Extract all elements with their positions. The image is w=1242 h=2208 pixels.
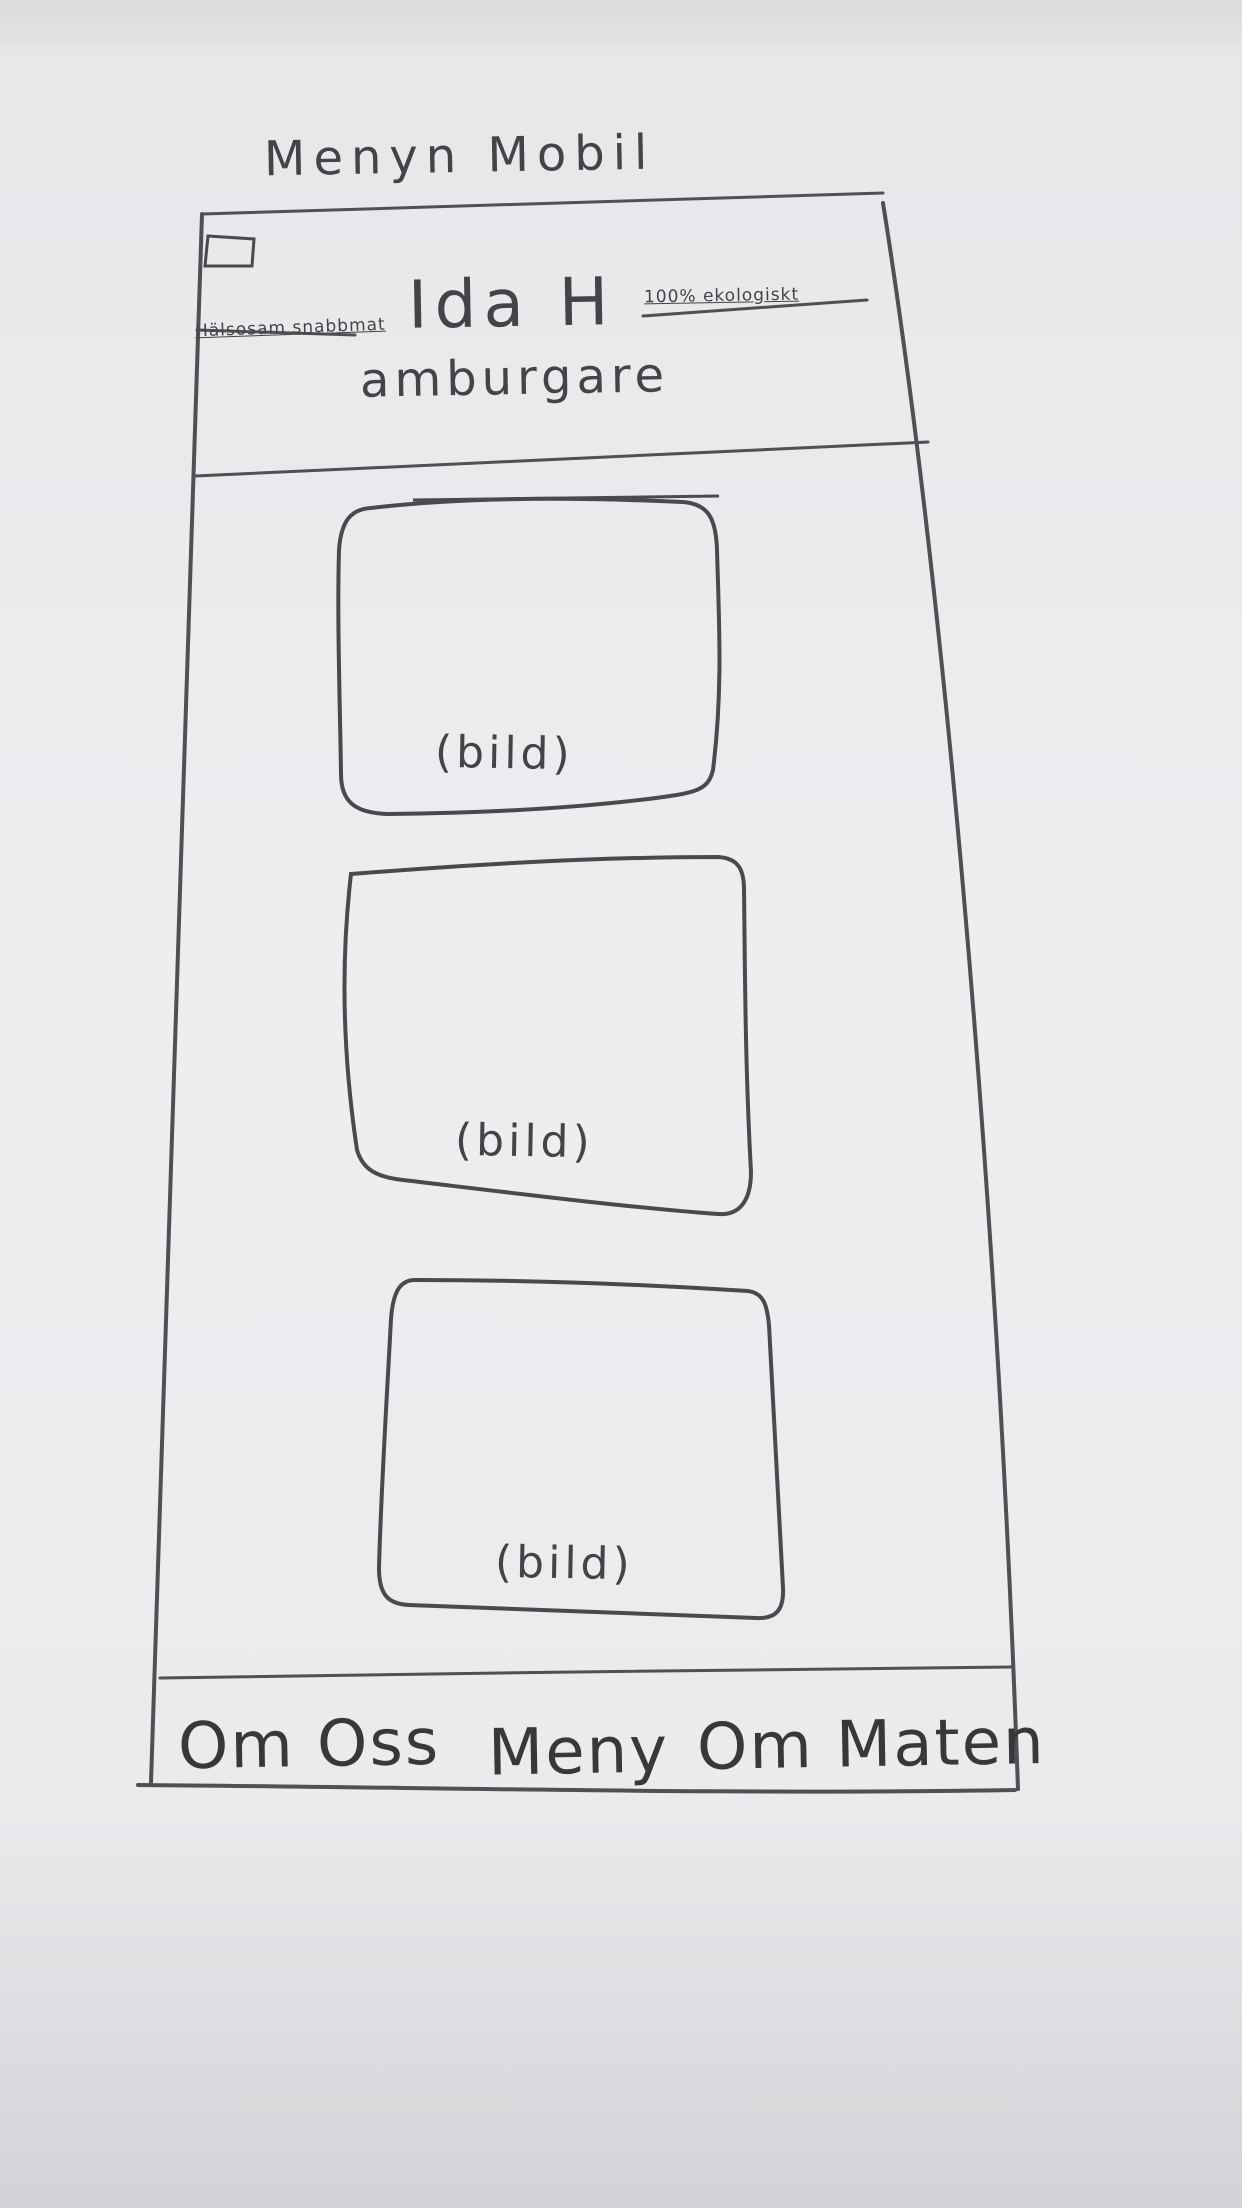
footer-link-meny[interactable]: Meny [487,1713,670,1791]
image-placeholder-3 [373,1268,790,1632]
image-placeholder-1 [333,492,743,822]
paper-top-edge [0,0,1242,46]
footer-link-om-oss[interactable]: Om Oss [177,1705,441,1785]
image-placeholder-label-3: (bild) [494,1536,635,1591]
logo-text-line-2: amburgare [359,347,670,409]
menu-icon[interactable] [203,232,260,269]
image-placeholder-label-2: (bild) [454,1114,595,1169]
footer-link-om-maten[interactable]: Om Maten [696,1704,1047,1786]
image-placeholder-label-1: (bild) [434,726,575,781]
page-title: Menyn Mobil [263,124,656,188]
right-tagline: 100% ekologiskt [643,284,800,308]
logo-text-line-1: Ida H [407,263,617,344]
image-placeholder-2 [333,850,753,1220]
